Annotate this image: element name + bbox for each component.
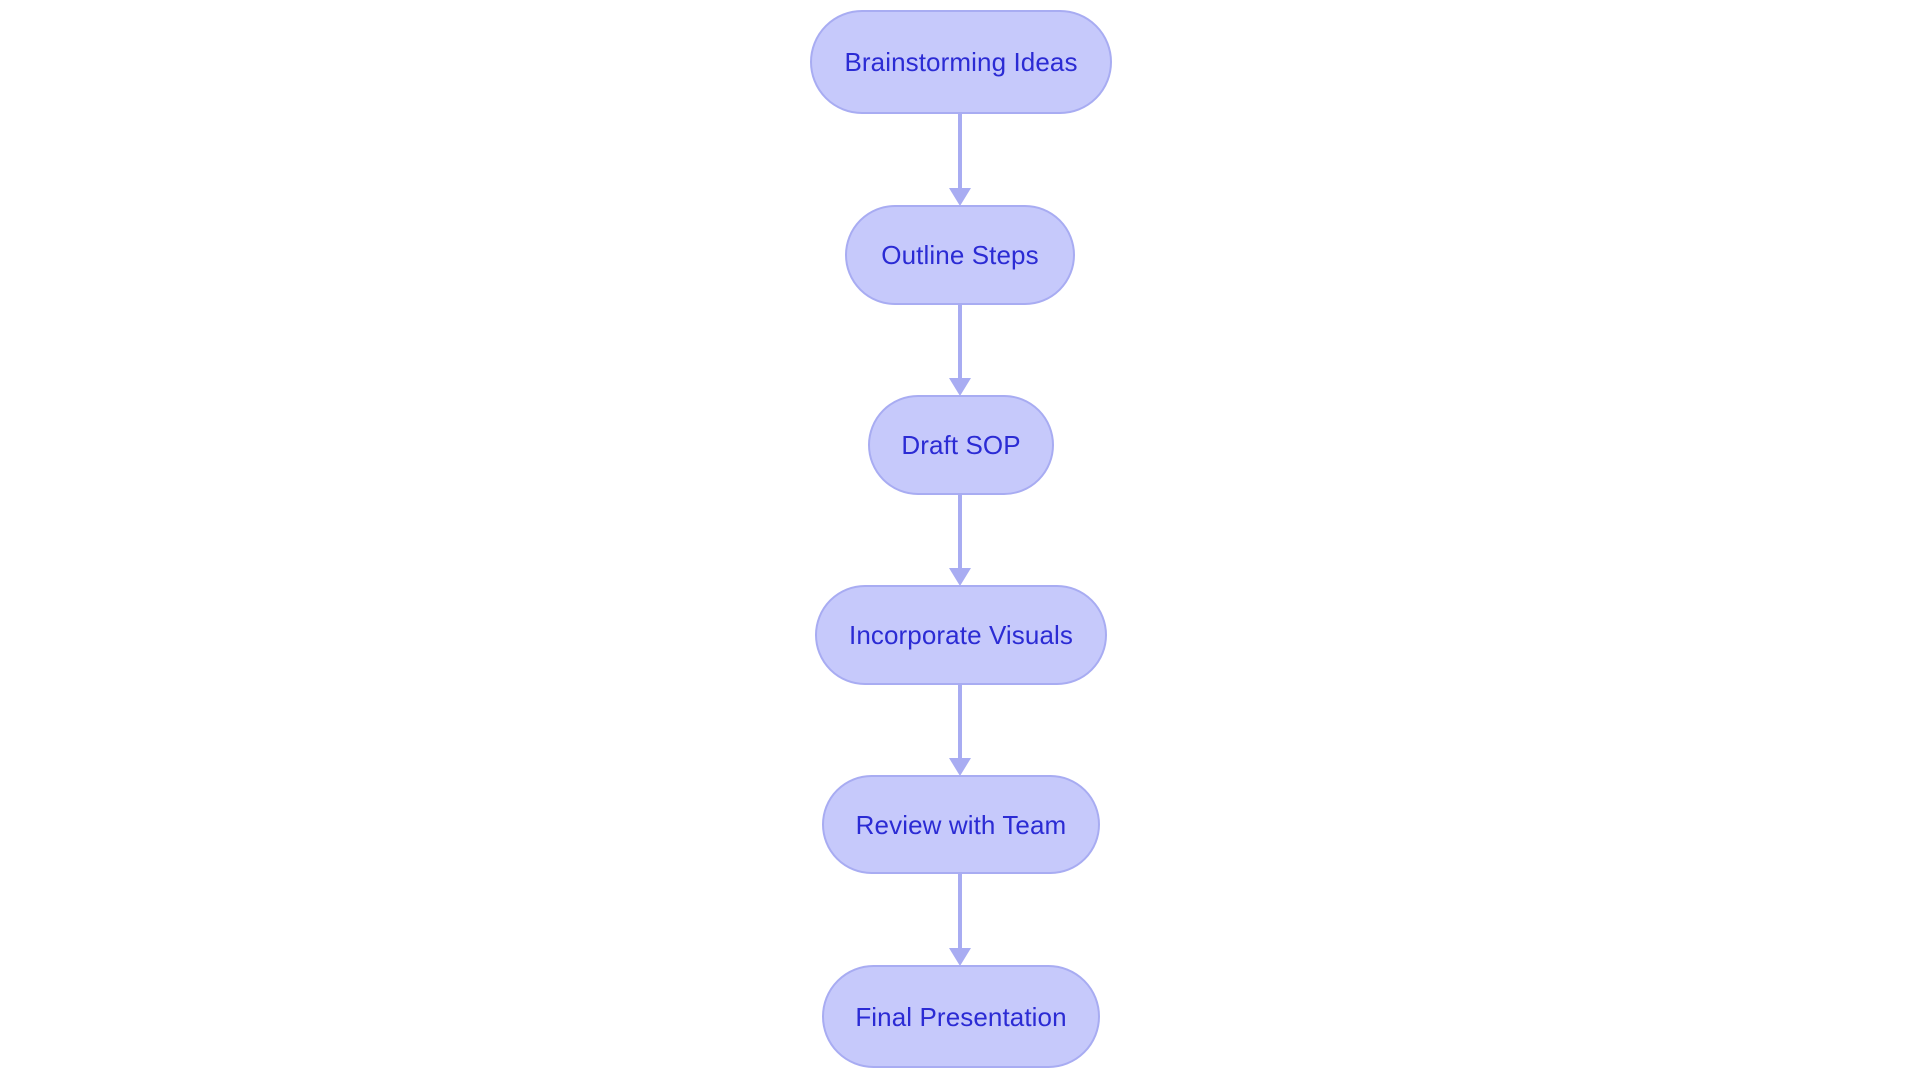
flow-node-incorporate-visuals[interactable]: Incorporate Visuals	[815, 585, 1107, 685]
edge-line	[958, 685, 962, 758]
flow-node-review-with-team[interactable]: Review with Team	[822, 775, 1100, 874]
flow-node-label: Outline Steps	[881, 240, 1039, 270]
flow-node-label: Incorporate Visuals	[849, 620, 1073, 650]
flow-node-brainstorming-ideas[interactable]: Brainstorming Ideas	[810, 10, 1112, 114]
flow-edge-n1-n2	[940, 114, 980, 206]
arrowhead-down-icon	[949, 758, 971, 776]
edge-line	[958, 305, 962, 378]
flow-edge-n3-n4	[940, 495, 980, 586]
edge-line	[958, 495, 962, 568]
flow-node-label: Review with Team	[855, 809, 1067, 840]
flow-edge-n5-n6	[940, 874, 980, 966]
flow-node-outline-steps[interactable]: Outline Steps	[845, 205, 1075, 305]
arrowhead-down-icon	[949, 568, 971, 586]
flow-node-draft-sop[interactable]: Draft SOP	[868, 395, 1054, 495]
arrowhead-down-icon	[949, 378, 971, 396]
arrowhead-down-icon	[949, 188, 971, 206]
edge-line	[958, 874, 962, 948]
flow-edge-n2-n3	[940, 305, 980, 396]
flow-node-label: Final Presentation	[855, 1001, 1067, 1032]
flow-node-final-presentation[interactable]: Final Presentation	[822, 965, 1100, 1068]
flow-node-label: Brainstorming Ideas	[844, 47, 1078, 77]
flow-node-label: Draft SOP	[901, 430, 1021, 460]
edge-line	[958, 114, 962, 188]
flow-edge-n4-n5	[940, 685, 980, 776]
arrowhead-down-icon	[949, 948, 971, 966]
